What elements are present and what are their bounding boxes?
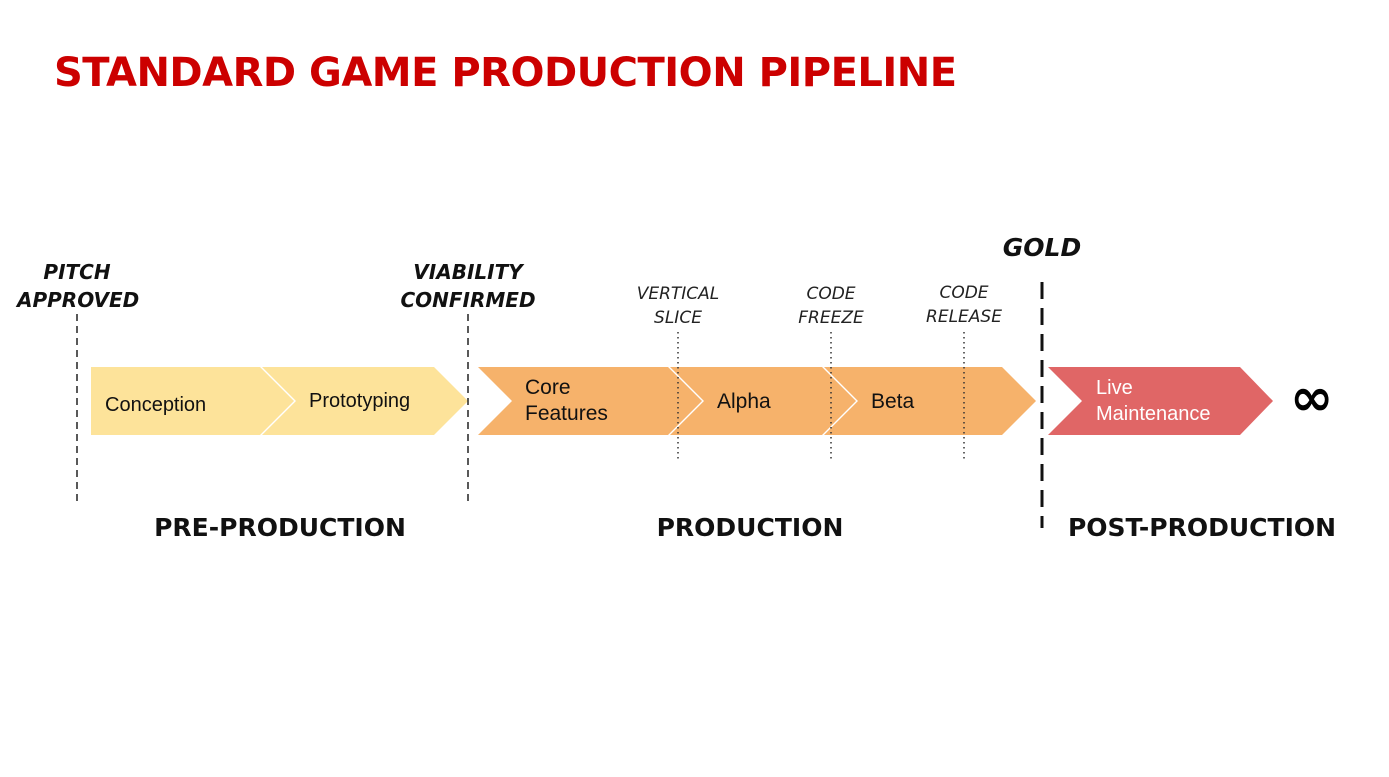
page-title: STANDARD GAME PRODUCTION PIPELINE: [54, 50, 957, 96]
milestone-code-freeze: CODE FREEZE: [798, 284, 864, 328]
stage-alpha-label: Alpha: [717, 390, 771, 413]
milestone-code-release: CODE RELEASE: [926, 283, 1002, 327]
stage-prototyping-shape: [262, 367, 468, 435]
milestone-gold: GOLD: [1002, 233, 1082, 262]
infinity-icon: ∞: [1290, 368, 1334, 428]
stage-live-maintenance-shape: [1048, 367, 1273, 435]
stage-core-features-shape: [478, 367, 702, 435]
milestone-pitch-approved: PITCH APPROVED: [17, 260, 140, 312]
milestone-vertical-slice: VERTICAL SLICE: [636, 284, 720, 328]
stage-beta-label: Beta: [871, 390, 915, 413]
stage-core-features-label: Core Features: [525, 376, 608, 425]
phase-post-production: POST-PRODUCTION: [1067, 513, 1337, 542]
phase-production: PRODUCTION: [656, 513, 844, 542]
stage-live-maintenance-label: Live Maintenance: [1096, 377, 1211, 425]
stage-prototyping-label: Prototyping: [309, 390, 411, 412]
stage-conception-shape: [91, 367, 294, 435]
phase-pre-production: PRE-PRODUCTION: [154, 513, 406, 542]
milestone-viability-confirmed: VIABILITY CONFIRMED: [400, 260, 536, 312]
stage-beta-shape: [824, 367, 1036, 435]
stage-alpha-shape: [670, 367, 856, 435]
stage-conception-label: Conception: [105, 394, 207, 416]
